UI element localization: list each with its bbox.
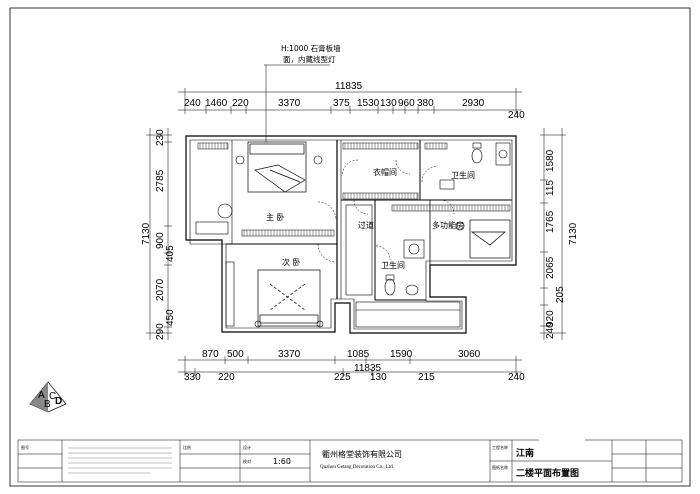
bottom-dim-7: 330 [184,372,201,383]
bottom-dim-11: 215 [418,372,435,383]
compass-letter-b: B [44,399,51,410]
right-dim-column: 1580 115 1765 2065 205 920 240 [545,149,566,339]
bottom-dim-8: 220 [218,372,235,383]
left-dimensions [146,128,172,340]
bottom-dimensions [178,356,522,376]
room-label-corridor: 过道 [358,220,374,230]
right-dim-4: 2065 [545,256,556,279]
right-dimensions [540,128,566,340]
left-total-dimension: 7130 [141,222,152,245]
bottom-dim-2: 500 [227,349,244,360]
ceiling-note-line2: 面，内藏线型灯 [283,54,336,64]
right-dim-3: 1765 [545,210,556,233]
bottom-dim-4: 1085 [347,349,370,360]
top-dim-8: 960 [398,98,415,109]
top-dim-9: 380 [417,98,434,109]
top-dim-6: 1530 [357,98,380,109]
tb-label-drawing-name: 图纸名称 [492,464,508,470]
second-bed [257,269,321,327]
top-dim-11: 240 [508,110,525,121]
lower-bathroom-fixtures [384,239,425,296]
company-name-cn: 衢州格堂装饰有限公司 [322,449,402,459]
title-block-notes [68,447,172,474]
multifunction-bed [455,219,511,259]
room-label-lower-bathroom: 卫生间 [381,260,405,270]
right-dim-2: 115 [545,180,556,196]
room-label-multifunction: 多功能房 [432,220,464,230]
right-dim-7: 240 [545,322,556,339]
right-dim-6: 920 [545,310,556,327]
room-label-master-bedroom: 主 卧 [266,212,285,222]
drawing-title: 二楼平面布置图 [516,467,579,479]
project-name: 江南 [516,447,534,459]
plan-walls [185,135,517,334]
left-dim-6: 450 [165,309,176,326]
bottom-dim-3: 3370 [278,349,301,360]
ceiling-note: H:1000 石膏板墙 面，内藏线型灯 [264,43,341,142]
staircase [355,301,461,328]
title-block-small-labels: 图号 比例 设计 校对 工程名称 图纸名称 [21,444,508,470]
title-block-scale: 1:60 [273,457,291,466]
compass-letter-a: A [38,390,45,401]
left-dim-4: 405 [165,245,176,262]
top-dimensions [178,88,522,114]
room-labels: 主 卧 次 卧 衣帽间 卫生间 多功能房 过道 卫生间 [266,167,475,270]
bottom-dim-12: 240 [508,372,525,383]
right-total-dimension: 7130 [568,222,579,245]
tb-label-checker: 校对 [243,458,251,464]
top-dim-3: 220 [232,98,249,109]
compass-letter-d: D [55,396,62,407]
bottom-dim-10: 130 [370,372,387,383]
hatch-lines [199,143,509,236]
tb-label-drawing-no: 图号 [21,444,29,450]
top-dim-2: 1460 [205,98,228,109]
tb-label-scale: 比例 [183,444,191,450]
top-dim-4: 3370 [278,98,301,109]
master-bed [247,141,307,193]
room-label-closet: 衣帽间 [373,167,397,177]
title-block [17,439,683,483]
left-dim-7: 290 [155,323,166,340]
left-dim-3: 900 [155,232,166,249]
bottom-dim-1: 870 [202,349,219,360]
bottom-dim-row: 870 500 3370 1085 1590 3060 11835 330 22… [184,349,525,383]
upper-bathroom-fixtures [439,142,511,190]
top-dim-7: 130 [380,98,397,109]
bottom-dim-9: 225 [334,372,351,383]
left-dim-2: 2785 [155,169,166,192]
room-label-second-bedroom: 次 卧 [282,257,301,267]
top-dim-10: 2930 [462,98,485,109]
bottom-total-dimension: 11835 [354,363,382,374]
title-block-blank-patch [538,415,586,453]
compass-block: A B C D [29,381,67,413]
left-dim-column: 230 2785 900 405 2070 450 290 [155,129,176,340]
sheet-border [9,7,691,487]
room-label-upper-bathroom: 卫生间 [451,170,475,180]
furniture-details [195,155,373,328]
left-dim-1: 230 [155,129,166,146]
right-dim-1: 1580 [545,149,556,172]
bottom-dim-5: 1590 [390,349,413,360]
ceiling-note-line1: H:1000 石膏板墙 [281,43,341,53]
right-dim-5: 205 [555,286,566,303]
tb-label-project-name: 工程名称 [492,444,508,450]
tb-label-designer: 设计 [243,444,251,450]
top-total-dimension: 11835 [335,81,363,92]
top-dim-row: 240 1460 220 3370 375 1530 130 960 380 2… [184,98,525,121]
company-name-en: Quzhou Getang Decoration Co., Ltd. [320,465,394,470]
compass-letter-c: C [49,391,56,402]
door-swings [317,159,455,263]
left-dim-5: 2070 [155,278,166,301]
top-dim-5: 375 [333,98,350,109]
bottom-dim-6: 3060 [458,349,481,360]
top-dim-1: 240 [184,98,201,109]
